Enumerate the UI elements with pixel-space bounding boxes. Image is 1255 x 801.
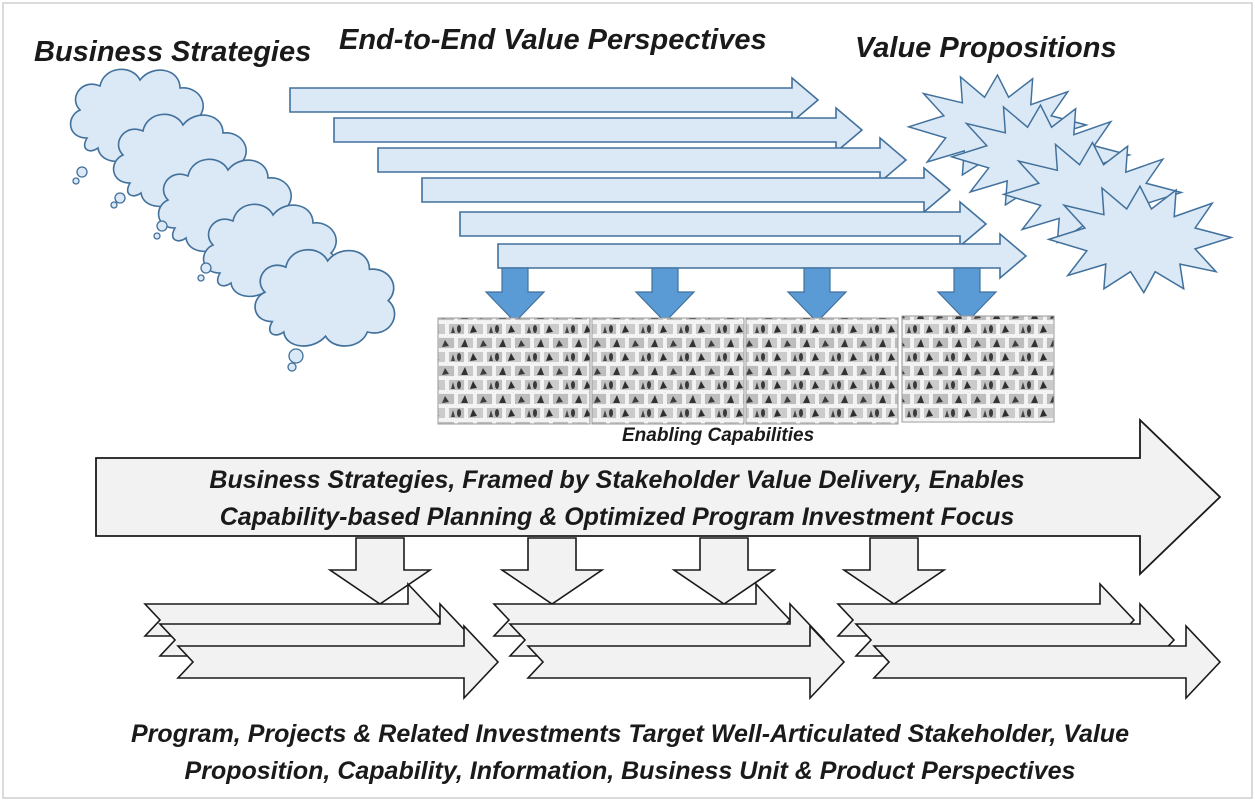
capability-block (437, 317, 591, 425)
strategy-clouds (69, 68, 396, 372)
gray-down-arrows (327, 537, 947, 605)
gray-down-arrow (841, 537, 947, 605)
bottom-caption: Program, Projects & Related Investments … (20, 716, 1240, 790)
program-arrows-left (143, 581, 500, 701)
cloud-icon (110, 113, 248, 209)
big-arrow-line-1: Business Strategies, Framed by Stakehold… (209, 466, 1025, 494)
bottom-caption-line-1: Program, Projects & Related Investments … (131, 720, 1129, 748)
value-arrow (289, 76, 820, 124)
value-propositions-label: Value Propositions (855, 32, 1117, 64)
value-arrow (421, 166, 952, 214)
capability-block (901, 315, 1055, 423)
value-arrow (333, 106, 864, 154)
value-perspective-arrows (289, 76, 1028, 280)
program-arrow (526, 623, 846, 701)
capability-block (591, 317, 745, 425)
gray-down-arrow (499, 537, 605, 605)
end-to-end-label: End-to-End Value Perspectives (339, 24, 767, 56)
bottom-caption-line-2: Proposition, Capability, Information, Bu… (184, 757, 1076, 785)
blue-down-arrow (786, 267, 848, 323)
capability-blocks (437, 315, 1055, 425)
cloud-icon (197, 203, 338, 298)
cloud-icon (254, 248, 396, 372)
gray-down-arrow (671, 537, 777, 605)
program-arrow (872, 623, 1222, 701)
capability-down-arrows (484, 267, 998, 323)
blue-down-arrow (484, 267, 546, 323)
gray-down-arrow (327, 537, 433, 605)
program-arrows-middle (492, 581, 846, 701)
cloud-icon (153, 158, 293, 253)
capability-block (745, 317, 899, 425)
value-arrow (497, 232, 1028, 280)
big-gray-arrow (95, 417, 1222, 577)
big-arrow-text: Business Strategies, Framed by Stakehold… (112, 462, 1122, 536)
value-arrow (459, 200, 988, 248)
enabling-capabilities-label: Enabling Capabilities (622, 425, 815, 446)
program-arrows-right (836, 581, 1222, 701)
blue-down-arrow (936, 267, 998, 323)
big-arrow-line-2: Capability-based Planning & Optimized Pr… (219, 503, 1015, 531)
cloud-icon (69, 68, 205, 185)
business-strategies-label: Business Strategies (34, 36, 312, 68)
value-arrow (377, 136, 908, 184)
blue-down-arrow (634, 267, 696, 323)
program-arrow (176, 623, 500, 701)
